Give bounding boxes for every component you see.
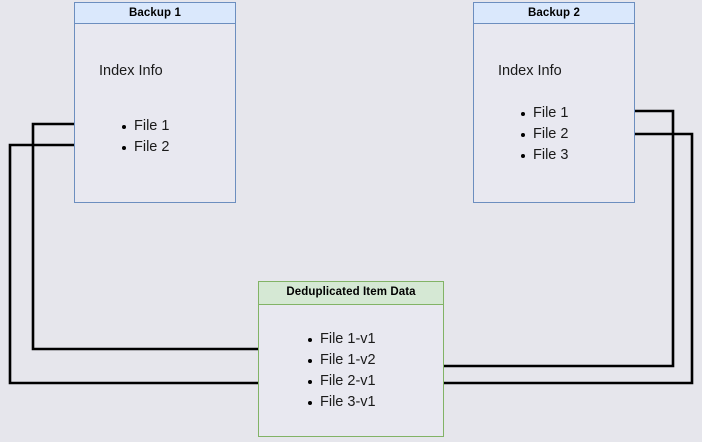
node-backup-1-title: Backup 1 (75, 3, 235, 24)
node-backup-2-body: Index Info File 1 File 2 File 3 (474, 24, 634, 202)
backup-1-file-list: File 1 File 2 (120, 116, 169, 158)
list-item[interactable]: File 1-v2 (306, 350, 376, 371)
node-backup-1-body: Index Info File 1 File 2 (75, 24, 235, 202)
node-dedup-title: Deduplicated Item Data (259, 282, 443, 305)
list-item[interactable]: File 1 (519, 103, 568, 124)
list-item[interactable]: File 3 (519, 145, 568, 166)
node-backup-2[interactable]: Backup 2 Index Info File 1 File 2 File 3 (473, 2, 635, 203)
list-item[interactable]: File 2 (519, 124, 568, 145)
node-dedup-body: File 1-v1 File 1-v2 File 2-v1 File 3-v1 (259, 305, 443, 436)
node-backup-2-title: Backup 2 (474, 3, 634, 24)
list-item[interactable]: File 2-v1 (306, 371, 376, 392)
node-deduplicated-item-data[interactable]: Deduplicated Item Data File 1-v1 File 1-… (258, 281, 444, 437)
backup-2-file-list: File 1 File 2 File 3 (519, 103, 568, 166)
list-item[interactable]: File 3-v1 (306, 392, 376, 413)
backup-2-index-info-label: Index Info (498, 63, 562, 79)
list-item[interactable]: File 2 (120, 137, 169, 158)
list-item[interactable]: File 1 (120, 116, 169, 137)
node-backup-1[interactable]: Backup 1 Index Info File 1 File 2 (74, 2, 236, 203)
backup-1-index-info-label: Index Info (99, 63, 163, 79)
dedup-file-list: File 1-v1 File 1-v2 File 2-v1 File 3-v1 (306, 329, 376, 413)
list-item[interactable]: File 1-v1 (306, 329, 376, 350)
